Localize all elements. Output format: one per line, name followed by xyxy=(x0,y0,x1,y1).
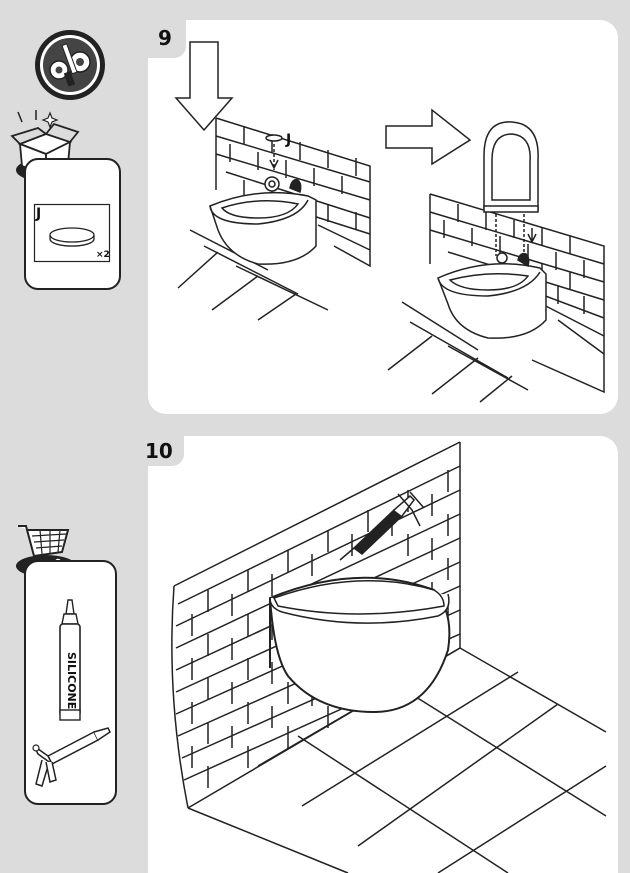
step-9-illustration xyxy=(174,41,605,403)
part-quantity: ×2 xyxy=(96,250,110,260)
step-10-illustration xyxy=(171,441,607,873)
big-down-arrow xyxy=(174,41,234,132)
round-cap-icon xyxy=(49,227,95,247)
step-10-number: 10 xyxy=(140,436,184,466)
parts-inner-frame xyxy=(33,203,111,263)
step-9-number: 9 xyxy=(148,20,186,58)
arrow-label-j: J xyxy=(286,132,292,148)
right-arrow xyxy=(385,108,472,166)
parts-card: J ×2 xyxy=(24,158,121,290)
tools-card: SILICONE xyxy=(24,560,117,805)
tools-gear-icon xyxy=(35,30,105,100)
silicone-label: SILICONE xyxy=(65,652,78,710)
caulk-gun-icon xyxy=(32,727,111,787)
silicone-tube-icon xyxy=(59,599,81,721)
part-letter: J xyxy=(36,206,42,222)
